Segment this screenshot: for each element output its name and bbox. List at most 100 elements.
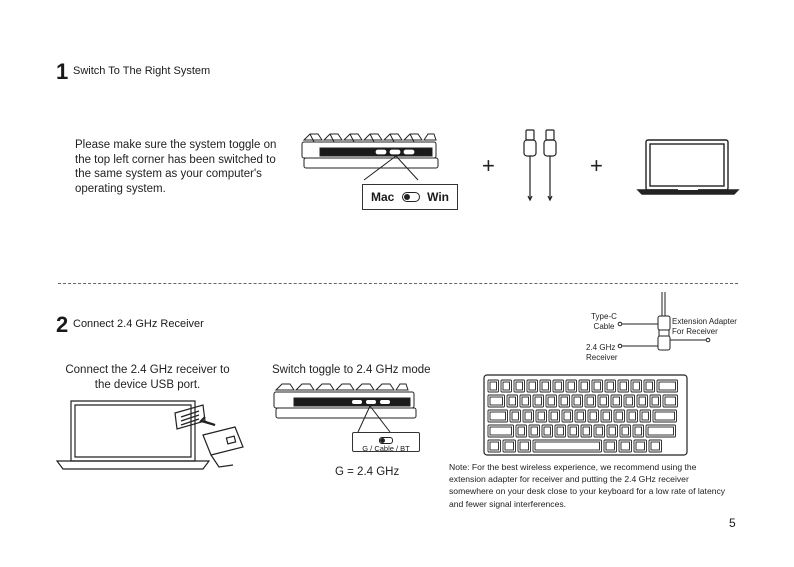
keyboard-side-illustration-2 (273, 383, 417, 433)
keycap (535, 409, 547, 423)
keycap-top (543, 426, 551, 436)
keycap-top (602, 411, 610, 421)
keycap (610, 394, 622, 408)
keycap-top (489, 396, 503, 406)
keycap-top (550, 411, 558, 421)
keycap-top (524, 411, 532, 421)
keycap-top (606, 381, 614, 391)
keycap-top (530, 426, 538, 436)
keycap (613, 409, 625, 423)
mode-note: G = 2.4 GHz (335, 466, 400, 478)
keycap (554, 424, 566, 438)
keycap-top (560, 396, 568, 406)
mode-toggle-label: G / Cable / BT (362, 444, 410, 453)
keycap (578, 379, 590, 393)
keycap (639, 409, 651, 423)
keycap (656, 379, 678, 393)
page-number: 5 (729, 516, 736, 530)
keycap-top (580, 381, 588, 391)
keycap (545, 394, 557, 408)
keycap-top (489, 411, 506, 421)
keycap (487, 394, 505, 408)
keycap-top (547, 396, 555, 406)
keycap-top (489, 441, 499, 451)
keycap (571, 394, 583, 408)
keycap (528, 424, 540, 438)
keycap-top (521, 396, 529, 406)
keycap (541, 424, 553, 438)
keycap-top (634, 426, 642, 436)
keycap-top (554, 381, 562, 391)
keycap (522, 409, 534, 423)
keycap-top (620, 441, 630, 451)
plus-sign-2: + (590, 153, 603, 178)
keycap (561, 409, 573, 423)
keycap (515, 424, 527, 438)
keycap-top (605, 441, 615, 451)
keycap (662, 394, 678, 408)
keyboard-side-illustration (301, 133, 439, 181)
keycap (513, 379, 525, 393)
step-1-title: Switch To The Right System (73, 65, 211, 77)
keycap (632, 424, 644, 438)
keycap (604, 379, 616, 393)
keycap (606, 424, 618, 438)
keycap (565, 379, 577, 393)
keycap (619, 424, 631, 438)
step-1-number: 1 (56, 59, 69, 84)
keycap-top (534, 441, 600, 451)
keycap-top (595, 426, 603, 436)
keycap-top (599, 396, 607, 406)
keycap (618, 439, 632, 453)
extension-adapter-label: Extension Adapter For Receiver (672, 317, 737, 336)
step-1-description: Please make sure the system toggle on th… (75, 139, 277, 195)
keycap-top (650, 441, 660, 451)
keycap-top (569, 426, 577, 436)
keycap-top (519, 441, 529, 451)
keycap (643, 379, 655, 393)
keycap-top (647, 426, 674, 436)
keycap-top (621, 426, 629, 436)
plus-sign-1: + (482, 153, 495, 178)
keycap (558, 394, 570, 408)
keycap-top (582, 426, 590, 436)
keycap (487, 439, 501, 453)
keycap-top (608, 426, 616, 436)
keycap (630, 379, 642, 393)
keycap-top (563, 411, 571, 421)
toggle-switch-icon (401, 192, 420, 202)
keycap-top (489, 426, 512, 436)
keycap-top (651, 396, 659, 406)
keycap-top (556, 426, 564, 436)
keycap-top (537, 411, 545, 421)
keycap-top (654, 411, 675, 421)
keycap (574, 409, 586, 423)
keycap-top (635, 441, 645, 451)
toggle-mac-label: Mac (371, 190, 395, 204)
wireless-note: Note: For the best wireless experience, … (449, 462, 726, 509)
keycap-top (573, 396, 581, 406)
extension-adapter-diagram (617, 292, 711, 351)
keycap (487, 379, 499, 393)
section-divider (58, 283, 738, 284)
keycap (487, 409, 508, 423)
keycap (552, 379, 564, 393)
keycap-top (567, 381, 575, 391)
keycap (487, 424, 514, 438)
keycap (580, 424, 592, 438)
keycap (587, 409, 599, 423)
keycap (517, 439, 531, 453)
keycap-top (515, 381, 523, 391)
keycap (600, 409, 612, 423)
keycap-top (638, 396, 646, 406)
keycap-top (576, 411, 584, 421)
keycap (617, 379, 629, 393)
laptop-icon (636, 139, 740, 195)
keycap (502, 439, 516, 453)
keycap-top (502, 381, 510, 391)
keycap (626, 409, 638, 423)
keycap-top (508, 396, 516, 406)
keycap (649, 394, 661, 408)
keycap (652, 409, 677, 423)
keycap (593, 424, 605, 438)
